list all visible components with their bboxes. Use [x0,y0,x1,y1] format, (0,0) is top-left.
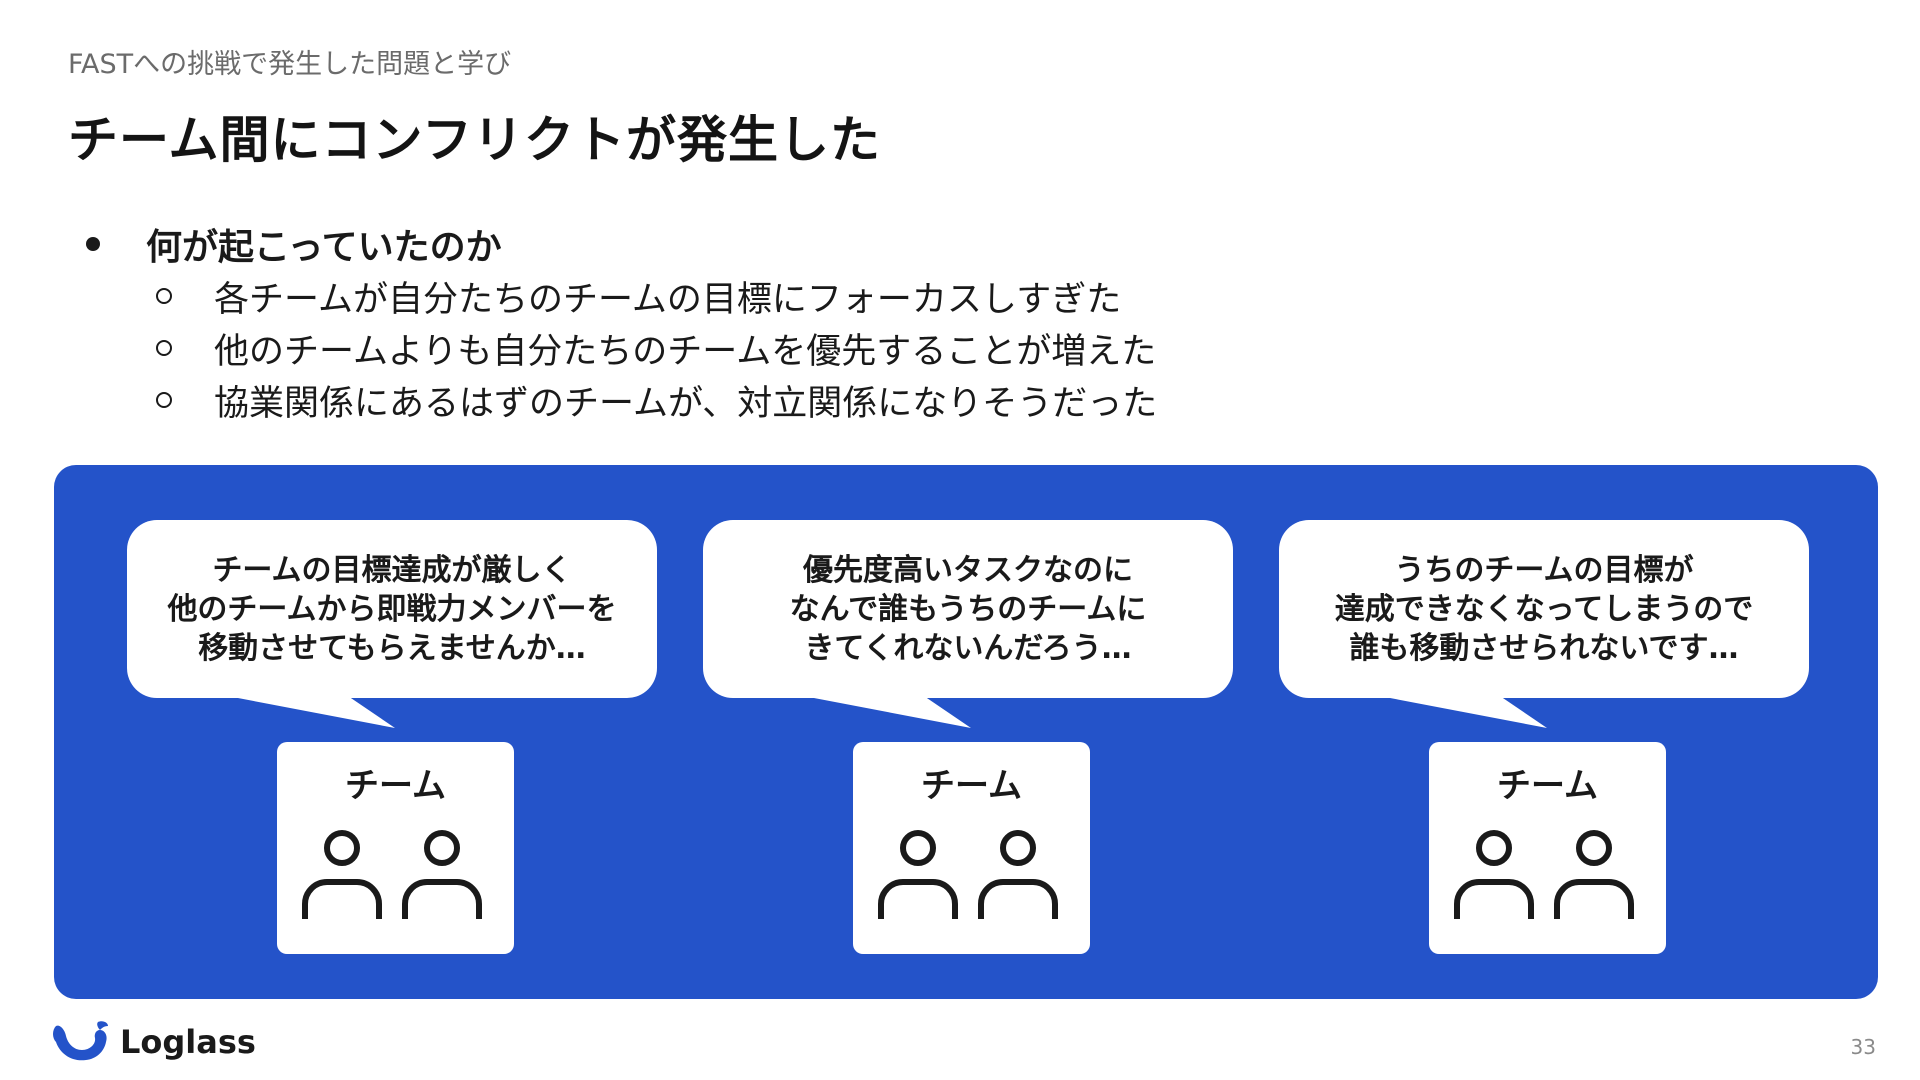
quote-line: 移動させてもらえませんか… [198,630,586,666]
quote-line: きてくれないんだろう… [804,630,1132,666]
whale-icon [53,1021,108,1061]
team-group-3: うちのチームの目標が 達成できなくなってしまうので 誰も移動させられないです… … [1279,520,1809,955]
speech-bubble: 優先度高いタスクなのに なんで誰もうちのチームに きてくれないんだろう… [703,520,1233,698]
team-card: チーム [853,742,1090,954]
quote-line: うちのチームの目標が [1394,552,1694,588]
team-card: チーム [1429,742,1666,954]
page-number: 33 [1850,1035,1876,1059]
illustration-panel: チームの目標達成が厳しく 他のチームから即戦力メンバーを 移動させてもらえません… [54,465,1878,999]
sub-bullet-item: 他のチームよりも自分たちのチームを優先することが増えた [156,322,1157,374]
quote-line: 優先度高いタスクなのに [802,552,1133,588]
sub-bullet-text: 協業関係にあるはずのチームが、対立関係になりそうだった [214,383,1158,424]
logo-text: Loglass [120,1023,256,1061]
sub-bullet-text: 他のチームよりも自分たちのチームを優先することが増えた [214,331,1157,372]
speech-bubble-tail-icon [1369,694,1547,728]
speech-bubble: チームの目標達成が厳しく 他のチームから即戦力メンバーを 移動させてもらえません… [127,520,657,698]
people-icon [878,830,1058,919]
quote-line: 達成できなくなってしまうので [1334,591,1754,627]
team-group-1: チームの目標達成が厳しく 他のチームから即戦力メンバーを 移動させてもらえません… [127,520,657,955]
speech-bubble-tail-icon [217,694,395,728]
quote-line: チームの目標達成が厳しく [212,552,572,588]
hollow-bullet-icon [156,288,172,304]
page-title: チーム間にコンフリクトが発生した [68,111,881,169]
team-group-2: 優先度高いタスクなのに なんで誰もうちのチームに きてくれないんだろう… チーム [703,520,1233,955]
quote-line: 誰も移動させられないです… [1349,630,1739,666]
footer-logo: Loglass [50,1020,256,1064]
speech-bubble: うちのチームの目標が 達成できなくなってしまうので 誰も移動させられないです… [1279,520,1809,698]
sub-bullet-item: 各チームが自分たちのチームの目標にフォーカスしすぎた [156,270,1157,322]
team-label: チーム [921,766,1022,806]
quote-line: なんで誰もうちのチームに [789,591,1147,627]
main-bullet-text: 何が起こっていたのか [146,227,502,268]
hollow-bullet-icon [156,392,172,408]
bullet-dot-icon [86,237,100,251]
breadcrumb: FASTへの挑戦で発生した問題と学び [68,49,512,80]
team-label: チーム [1497,766,1598,806]
quote-line: 他のチームから即戦力メンバーを [167,591,617,627]
people-icon [1454,830,1634,919]
people-icon [302,830,482,919]
speech-bubble-tail-icon [793,694,971,728]
sub-bullet-item: 協業関係にあるはずのチームが、対立関係になりそうだった [156,374,1157,426]
team-label: チーム [345,766,446,806]
team-card: チーム [277,742,514,954]
hollow-bullet-icon [156,340,172,356]
sub-bullet-text: 各チームが自分たちのチームの目標にフォーカスしすぎた [214,279,1122,320]
main-bullet: 何が起こっていたのか [82,218,502,270]
sub-bullet-list: 各チームが自分たちのチームの目標にフォーカスしすぎた 他のチームよりも自分たちの… [156,270,1157,426]
